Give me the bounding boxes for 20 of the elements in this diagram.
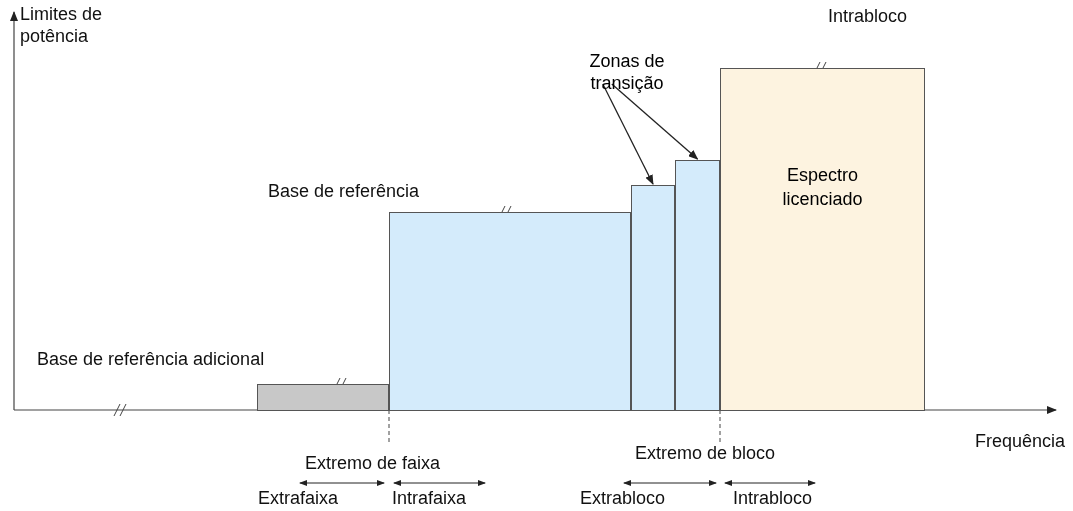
transition-block [675, 160, 720, 411]
region-label: Base de referência [268, 180, 420, 202]
range-label: Intrabloco [733, 487, 813, 509]
additional-baseline-block [257, 384, 389, 411]
boundary-label: Extremo de faixa [305, 452, 441, 474]
axis-label: Limites de potência [20, 3, 104, 47]
callout-text: Zonas de transição [572, 50, 682, 96]
leader-arrow [611, 83, 699, 160]
block-label: Espectro licenciado [781, 164, 864, 211]
region-label: Base de referência adicional [37, 348, 265, 370]
range-label: Intrafaixa [392, 487, 467, 509]
range-label: Extrabloco [580, 487, 666, 509]
boundary-label: Extremo de bloco [635, 442, 776, 464]
licensed-block [720, 68, 925, 411]
transition-block [631, 185, 675, 411]
leader-arrow [602, 83, 654, 185]
range-label: Extrafaixa [258, 487, 339, 509]
axis-label: Frequência [975, 430, 1066, 452]
baseline-block [389, 212, 631, 411]
region-label: Intrabloco [828, 5, 908, 27]
